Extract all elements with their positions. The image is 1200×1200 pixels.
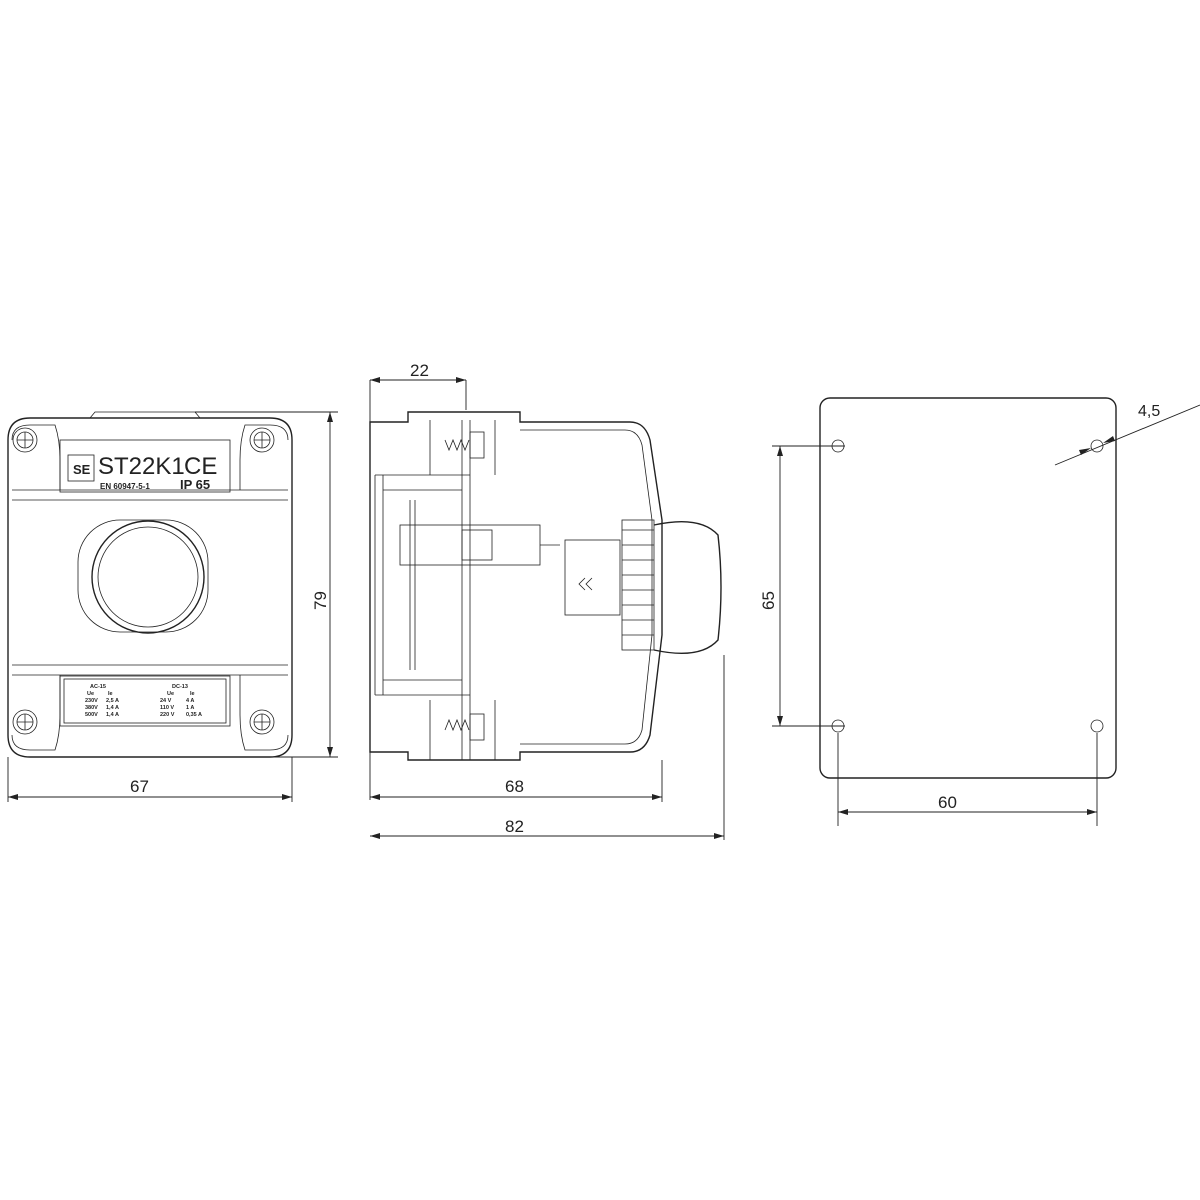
hole-diameter-dimension: 4,5 <box>1138 403 1160 420</box>
screw-icon <box>12 427 38 453</box>
svg-text:AC-15: AC-15 <box>90 684 106 690</box>
svg-text:380V: 380V <box>85 705 98 711</box>
svg-text:DC-13: DC-13 <box>172 684 188 690</box>
svg-text:110 V: 110 V <box>160 705 174 711</box>
svg-text:500V: 500V <box>85 712 98 718</box>
mounting-hole <box>1090 439 1104 453</box>
svg-text:Ue: Ue <box>87 691 94 697</box>
body-depth-dimension: 68 <box>505 777 524 796</box>
svg-text:Ie: Ie <box>108 691 113 697</box>
horizontal-hole-spacing: 60 <box>938 793 957 812</box>
svg-text:Ue: Ue <box>167 691 174 697</box>
svg-text:220 V: 220 V <box>160 712 175 718</box>
mounting-hole <box>1090 719 1104 733</box>
rating-plate: AC-15 Ue Ie 230V 2,5 A 380V 1,4 A 500V 1,4 … <box>59 675 231 727</box>
manufacturer-logo <box>67 454 95 482</box>
svg-text:1 A: 1 A <box>186 705 194 711</box>
push-button <box>77 519 209 634</box>
svg-text:2,5 A: 2,5 A <box>106 698 119 704</box>
standard-label: EN 60947-5-1 <box>100 482 150 491</box>
width-dimension: 67 <box>130 777 149 796</box>
ce-mark: CE <box>184 453 217 480</box>
svg-text:Ie: Ie <box>190 691 195 697</box>
model-label: ST22K1 <box>98 453 185 480</box>
ip-rating: IP 65 <box>180 477 210 492</box>
front-view: SE ST22K1 CE EN 60947-5-1 IP 65 AC-15 Ue… <box>7 411 338 802</box>
svg-text:1,4 A: 1,4 A <box>106 705 119 711</box>
total-depth-dimension: 82 <box>505 817 524 836</box>
svg-text:24 V: 24 V <box>160 698 172 704</box>
logo-text: SE <box>73 462 91 477</box>
mounting-view: 4,5 65 60 <box>759 397 1200 826</box>
svg-text:4 A: 4 A <box>186 698 194 704</box>
screw-icon <box>249 427 275 453</box>
depth-top-dimension: 22 <box>410 361 429 380</box>
spring-icon <box>444 431 485 459</box>
svg-text:230V: 230V <box>85 698 98 704</box>
height-dimension: 79 <box>311 591 330 610</box>
vertical-hole-spacing: 65 <box>759 591 778 610</box>
screw-icon <box>249 709 275 735</box>
screw-icon <box>12 709 38 735</box>
side-view: 22 68 82 <box>369 361 725 840</box>
svg-text:1,4 A: 1,4 A <box>106 712 119 718</box>
svg-text:0,35 A: 0,35 A <box>186 712 202 718</box>
spring-icon <box>444 713 485 741</box>
